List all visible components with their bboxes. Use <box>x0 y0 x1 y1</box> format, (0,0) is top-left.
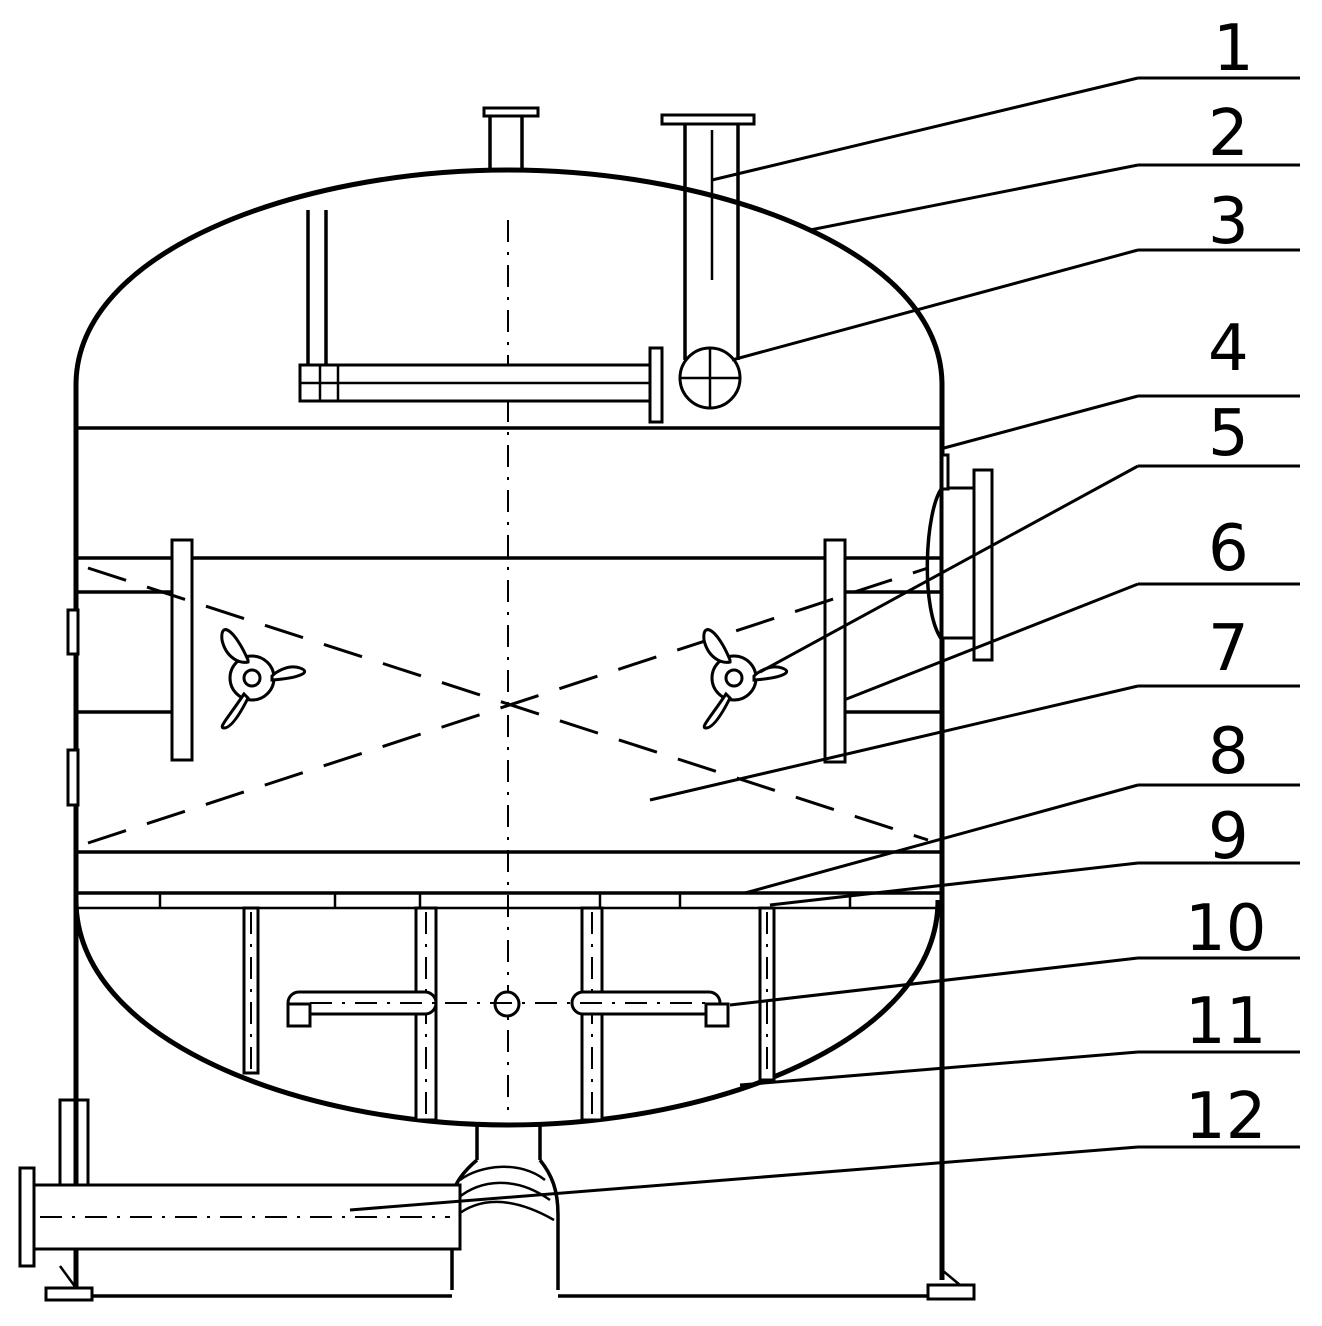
outlet-pipe <box>18 1098 560 1290</box>
inlet-pipe <box>660 113 756 360</box>
callout-3: 3 <box>1208 185 1249 259</box>
bottom-collector <box>286 990 730 1028</box>
vessel-base <box>44 1100 976 1302</box>
callout-12: 12 <box>1185 1080 1266 1154</box>
vessel-shell <box>73 167 945 1280</box>
inlet-distributor <box>298 210 742 424</box>
callout-10: 10 <box>1185 892 1266 966</box>
callout-4: 4 <box>1208 312 1249 386</box>
callout-6: 6 <box>1208 512 1249 586</box>
callout-9: 9 <box>1208 800 1249 874</box>
callout-5: 5 <box>1208 397 1249 471</box>
top-vent-nozzle <box>482 106 540 172</box>
filter-media-lines <box>87 566 929 845</box>
left-support-plate <box>66 538 194 807</box>
nozzle-plate <box>158 893 852 908</box>
callout-7: 7 <box>1208 612 1249 686</box>
right-agitator <box>702 628 789 730</box>
callout-8: 8 <box>1208 715 1249 789</box>
right-support-plate <box>823 538 940 764</box>
callout-1: 1 <box>1213 12 1254 86</box>
leader-lines <box>349 76 1300 1212</box>
callout-11: 11 <box>1185 985 1266 1059</box>
left-agitator <box>220 628 307 730</box>
side-manway <box>925 453 994 662</box>
callout-2: 2 <box>1208 97 1249 171</box>
